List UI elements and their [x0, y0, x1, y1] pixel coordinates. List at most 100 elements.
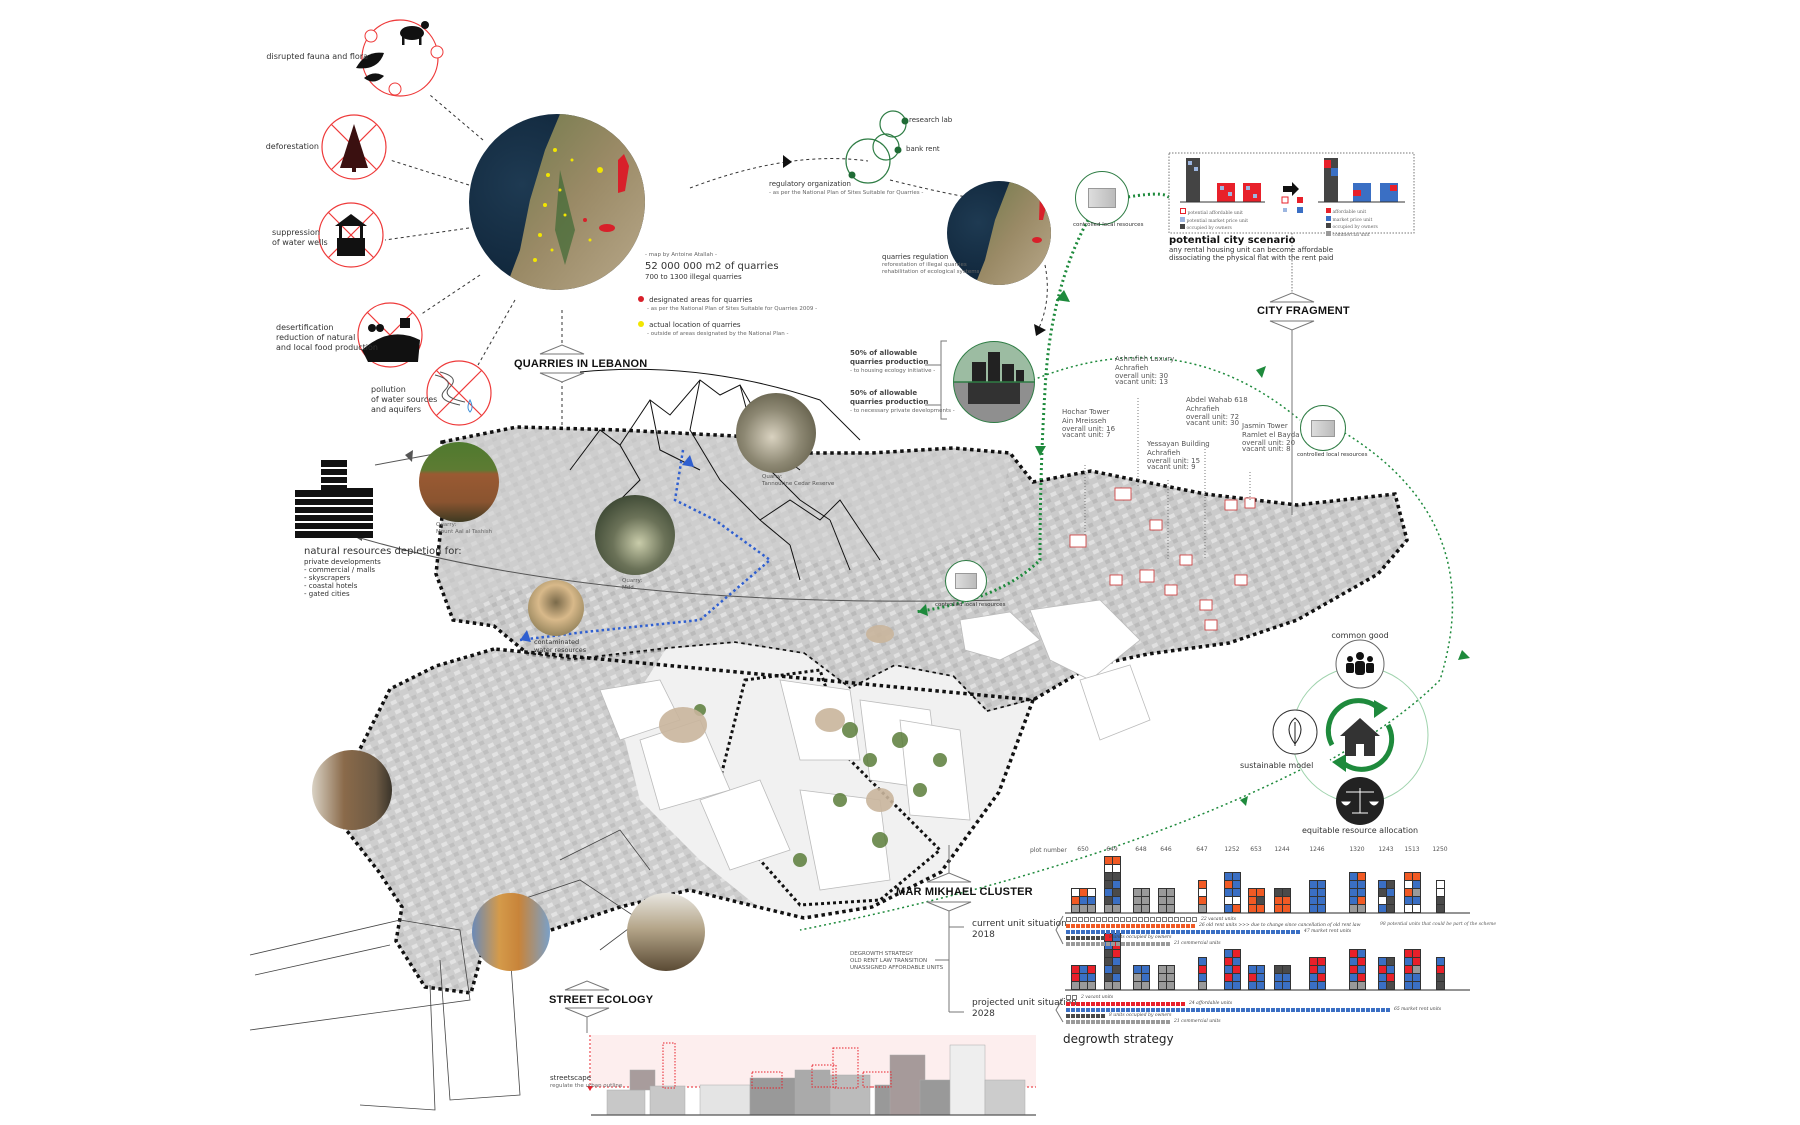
unit-cell — [1350, 974, 1357, 981]
unit-square — [1121, 923, 1125, 928]
unit-square — [1120, 917, 1125, 922]
unit-cell — [1225, 905, 1232, 912]
unit-cell — [1088, 905, 1095, 912]
unit-square — [1156, 941, 1160, 946]
unit-square — [1151, 1019, 1155, 1024]
unit-square — [1191, 923, 1195, 928]
unit-square — [1216, 1007, 1220, 1012]
leaf-cycle-icon — [1288, 717, 1302, 746]
unit-cell — [1350, 897, 1357, 904]
scenario-legend-before: potential affordable unit potential mark… — [1180, 208, 1248, 232]
plot-building-650 — [1071, 888, 1096, 913]
unit-cell — [1275, 966, 1282, 973]
unit-square — [1086, 923, 1090, 928]
summary-bar-V: 2 vacant units — [1066, 995, 1113, 1000]
water-flow-path — [519, 449, 773, 642]
street-photo-tower — [472, 893, 550, 971]
quarries-regulation-label: quarries regulation — [882, 253, 949, 261]
unit-square — [1131, 923, 1135, 928]
unit-square — [1121, 1001, 1125, 1006]
summary-label: 8 units occupied by owners — [1109, 935, 1172, 940]
unit-cell — [1199, 897, 1206, 904]
plot-building-1246 — [1309, 880, 1326, 913]
summary-label: 26 old rent units >>> due to change sinc… — [1199, 923, 1361, 928]
summary-label: 2 vacant units — [1081, 995, 1114, 1000]
unit-square — [1331, 1007, 1335, 1012]
leaf-icon — [356, 52, 384, 82]
quarry-photo-mdd — [595, 495, 675, 575]
unit-square — [1171, 1007, 1175, 1012]
unit-square — [1161, 941, 1165, 946]
section-axes — [539, 233, 1315, 1033]
unit-square — [1078, 917, 1083, 922]
unit-square — [1171, 923, 1175, 928]
unit-square — [1266, 929, 1270, 934]
unit-cell — [1257, 982, 1264, 989]
unit-cell — [1310, 881, 1317, 888]
unit-cell — [1088, 889, 1095, 896]
degrowth-strategy-note: DEGROWTH STRATEGY OLD RENT LAW TRANSITIO… — [850, 951, 944, 971]
scenario-before-buildings — [1180, 158, 1265, 203]
research-lab-label: research lab — [909, 116, 953, 124]
unit-square — [1132, 917, 1137, 922]
unit-cell — [1142, 974, 1149, 981]
controlled-resources-block-icon — [945, 560, 987, 602]
unit-cell — [1167, 966, 1174, 973]
unit-square — [1072, 995, 1077, 1000]
unit-square — [1086, 941, 1090, 946]
unit-square — [1181, 1007, 1185, 1012]
unit-square — [1071, 1013, 1075, 1018]
unit-square — [1096, 929, 1100, 934]
unit-cell — [1318, 966, 1325, 973]
unit-cell — [1113, 974, 1120, 981]
unit-cell — [1387, 974, 1394, 981]
unit-square — [1171, 1001, 1175, 1006]
unit-cell — [1199, 974, 1206, 981]
unit-square — [1096, 1001, 1100, 1006]
unit-square — [1101, 1019, 1105, 1024]
unit-square — [1216, 929, 1220, 934]
unit-square — [1066, 1013, 1070, 1018]
plot-building-1252 — [1224, 872, 1241, 913]
unit-square — [1096, 923, 1100, 928]
unit-square — [1101, 1013, 1105, 1018]
summary-bar-A: 24 affordable units — [1066, 1001, 1232, 1006]
unit-square — [1176, 1001, 1180, 1006]
unit-cell — [1387, 889, 1394, 896]
unit-square — [1141, 941, 1145, 946]
unit-cell — [1167, 974, 1174, 981]
potential-units-note: 98 potential units that could be part of… — [1380, 922, 1497, 927]
unit-cell — [1358, 889, 1365, 896]
unit-square — [1141, 1007, 1145, 1012]
unit-square — [1121, 941, 1125, 946]
unit-square — [1201, 929, 1205, 934]
street-photo-left — [312, 750, 392, 830]
unit-cell — [1405, 889, 1412, 896]
unit-square — [1156, 923, 1160, 928]
scenario-title: potential city scenario — [1169, 235, 1296, 246]
unit-square — [1116, 929, 1120, 934]
unit-cell — [1350, 982, 1357, 989]
plot-building-1320 — [1349, 949, 1366, 990]
unit-square — [1156, 917, 1161, 922]
unit-cell — [1437, 881, 1444, 888]
unit-cell — [1405, 958, 1412, 965]
unit-square — [1276, 1007, 1280, 1012]
quarries-subline: 700 to 1300 illegal quarries — [645, 273, 742, 281]
unit-cell — [1350, 889, 1357, 896]
yellow-dot-icon — [638, 321, 644, 327]
unit-cell — [1358, 958, 1365, 965]
quarry-caption: Quarry: Mdd — [622, 578, 643, 591]
unit-square — [1086, 1019, 1090, 1024]
plot-building-650 — [1071, 965, 1096, 990]
quarry-photo-mount-aal — [419, 442, 499, 522]
unit-cell — [1358, 966, 1365, 973]
unit-square — [1108, 917, 1113, 922]
arrow-right-icon — [1283, 182, 1299, 196]
unit-square — [1296, 929, 1300, 934]
unit-cell — [1113, 881, 1120, 888]
unit-square — [1136, 941, 1140, 946]
unit-cell — [1199, 966, 1206, 973]
unit-cell — [1379, 905, 1386, 912]
summary-bar-M: 65 market rent units — [1066, 1007, 1441, 1012]
